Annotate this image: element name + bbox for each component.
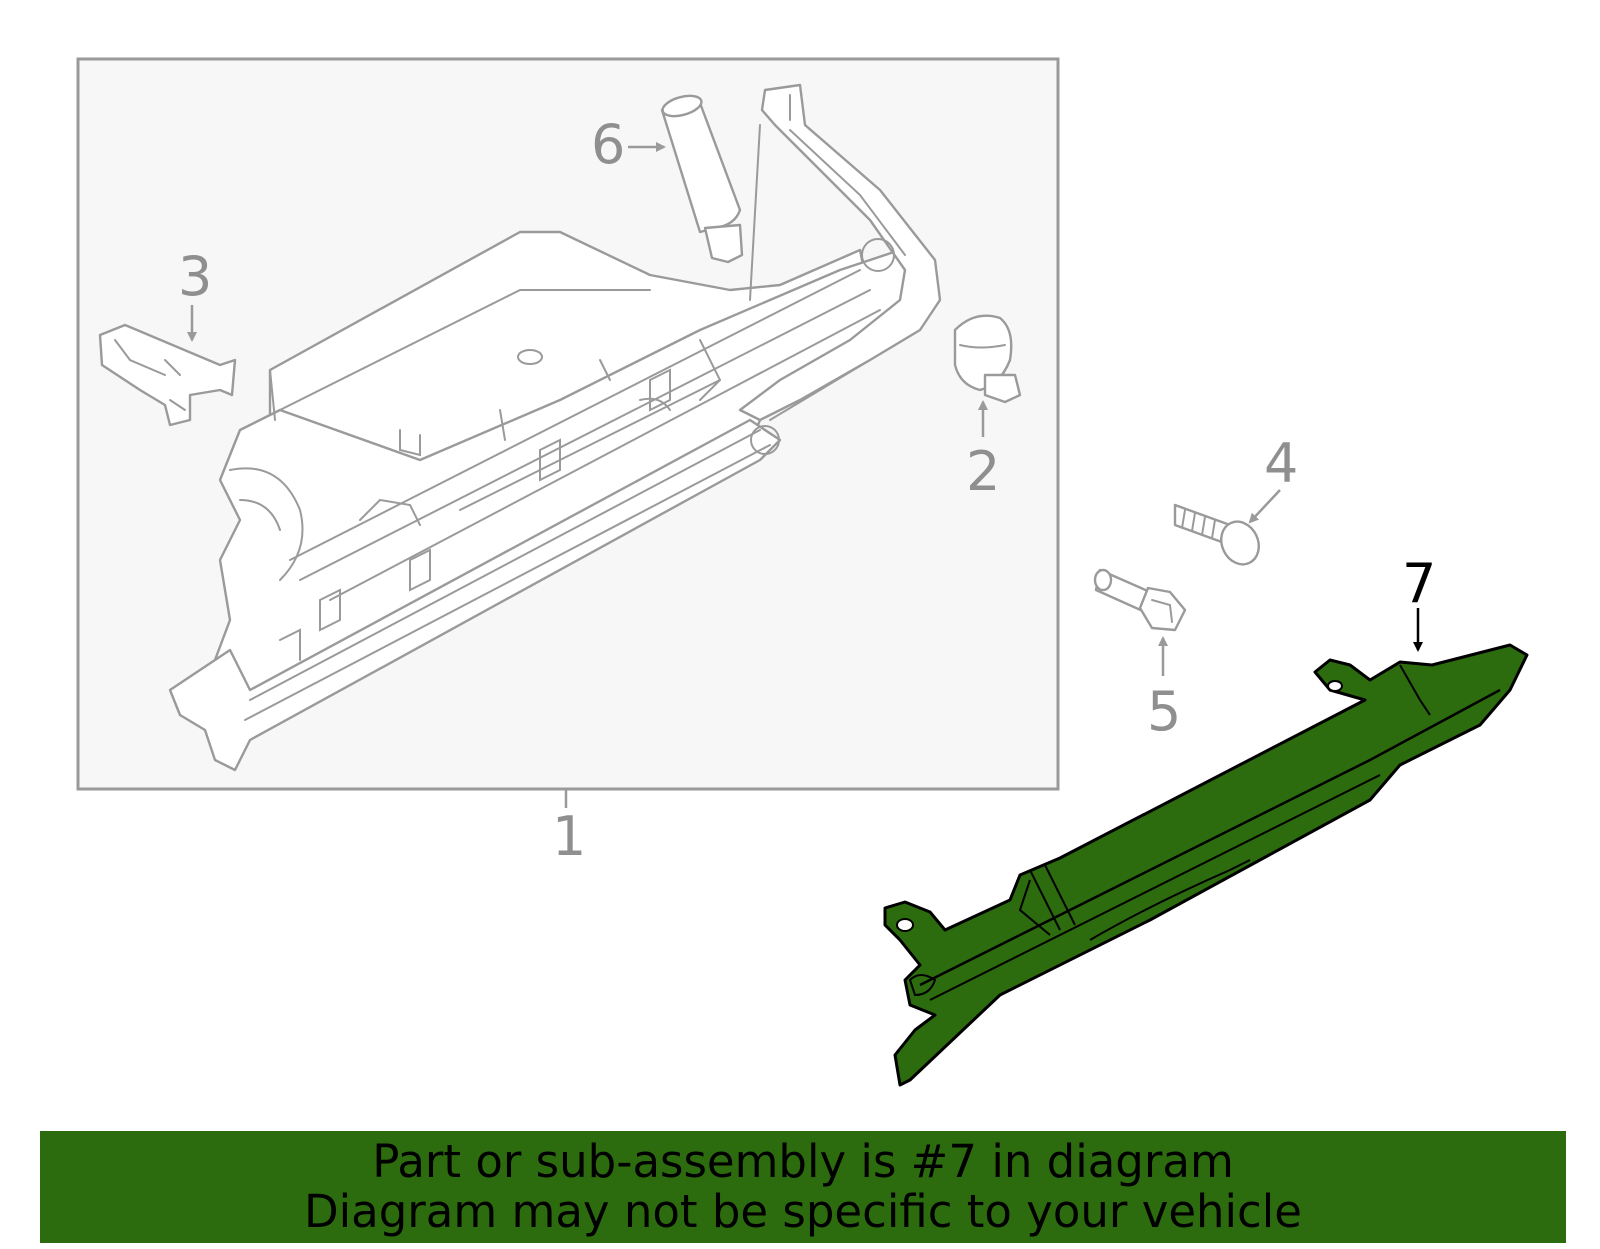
part-6-cylinder <box>660 94 744 264</box>
part-2-bumper <box>953 314 1022 404</box>
callout-4: 4 <box>1264 432 1298 495</box>
part-4-screw <box>1173 503 1260 566</box>
callout-6: 6 <box>591 113 625 176</box>
callout-5: 5 <box>1147 680 1181 743</box>
part-3-clip <box>98 323 237 427</box>
banner-line-1: Part or sub-assembly is #7 in diagram <box>372 1135 1234 1188</box>
leader-arrow-4 <box>1248 489 1281 524</box>
callout-1: 1 <box>552 805 586 868</box>
part-5-bolt <box>1093 568 1187 632</box>
info-banner: Part or sub-assembly is #7 in diagram Di… <box>40 1131 1566 1243</box>
part-7-highlighted-trim <box>883 643 1529 1087</box>
banner-line-2: Diagram may not be specific to your vehi… <box>304 1185 1302 1238</box>
callout-7: 7 <box>1402 552 1436 615</box>
callout-2: 2 <box>966 440 1000 503</box>
callout-3: 3 <box>178 245 212 308</box>
damper-arm <box>738 83 942 422</box>
glove-box-housing <box>168 230 937 772</box>
